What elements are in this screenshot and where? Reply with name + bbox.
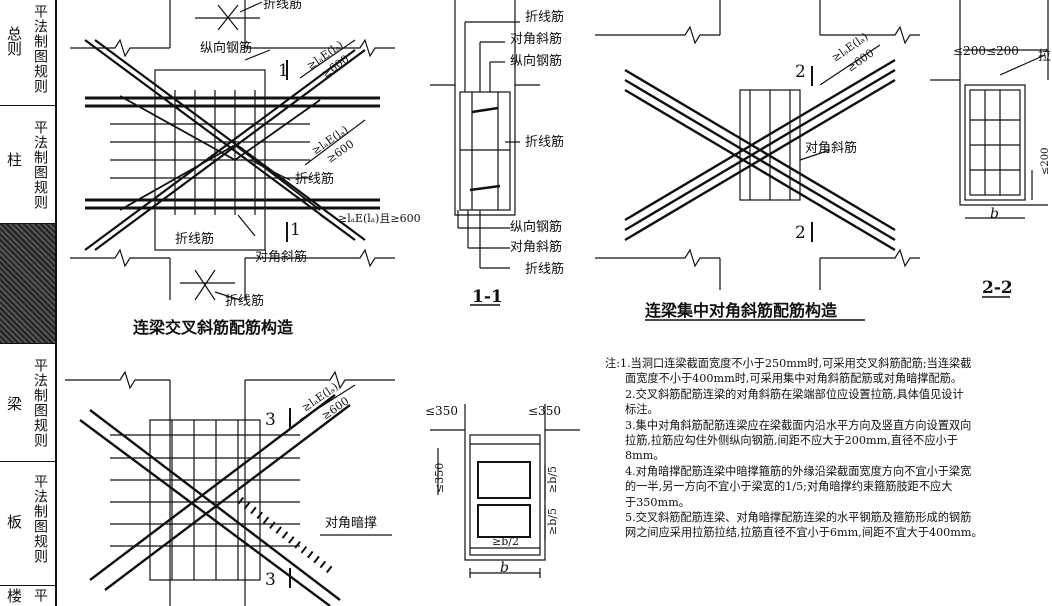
- note-5a: 5.交叉斜筋配筋连梁、对角暗撑配筋连梁的水平钢筋及箍筋形成的钢筋: [625, 511, 972, 525]
- note-2b: 标注。: [625, 403, 659, 417]
- notes-prefix: 注:: [605, 357, 620, 370]
- section-mark-1-bottom: 1: [290, 220, 301, 240]
- label-diagonal-bar: 对角斜筋: [255, 249, 307, 265]
- sidebar-item-side-label: 柱: [5, 152, 23, 167]
- sidebar: 总则 平法制图规则 柱 平法制图规则 梁 平法制图规则 板 平法制图规则 楼 平: [0, 0, 57, 606]
- title-section-1-1: 1-1: [472, 287, 503, 307]
- section-mark-2-bottom: 2: [795, 223, 806, 243]
- title-concentrated-diagonal: 连梁集中对角斜筋配筋构造: [645, 301, 838, 320]
- note-3c: 8mm。: [625, 449, 665, 463]
- drawing-canvas: 折线筋 纵向钢筋 1 1 ≥lₐE(lₐ) ≥600 ≥lₐE(lₐ) ≥600…: [65, 0, 1051, 606]
- diagonal-brace-elevation: [65, 370, 395, 606]
- section-mark-1-top: 1: [278, 61, 289, 81]
- sidebar-item-label: 平: [32, 588, 48, 603]
- note-1b: 面宽度不小于400mm时,可采用集中对角斜筋配筋或对角暗撑配筋。: [625, 372, 963, 386]
- dim-width-b-3: b: [500, 560, 509, 576]
- cross-diagonal-elevation: [70, 0, 395, 301]
- label-bent-bar-low: 折线筋: [175, 231, 214, 247]
- dim-width-b-2: b: [990, 206, 999, 222]
- sidebar-item-label: 平法制图规则: [32, 474, 48, 564]
- sidebar-item-side-label: 梁: [5, 396, 23, 411]
- note-1a: 注:1.当洞口连梁截面宽度不小于250mm时,可采用交叉斜筋配筋;当连梁截: [605, 356, 1045, 371]
- s11-label-bent-bar-2: 折线筋: [525, 134, 564, 150]
- sidebar-item-active[interactable]: [0, 224, 55, 344]
- s11-label-longitudinal-2: 纵向钢筋: [510, 219, 562, 235]
- label-tie-bar: 拉: [1038, 49, 1051, 64]
- note-4a: 4.对角暗撑配筋连梁中暗撑箍筋的外缘沿梁截面宽度方向不宜小于梁宽: [625, 464, 972, 478]
- label-diagonal-bar-2: 对角斜筋: [805, 140, 857, 156]
- sidebar-item-label: 平法制图规则: [32, 120, 48, 210]
- dim-b5-lower: ≥b/5: [546, 508, 559, 535]
- section-mark-3-bottom: 3: [265, 570, 276, 590]
- sidebar-item-general[interactable]: 总则 平法制图规则: [0, 0, 55, 106]
- dim-350-left: ≤350: [425, 404, 458, 418]
- sidebar-item-side-label: 总则: [5, 26, 23, 56]
- sidebar-item-label: 平法制图规则: [32, 358, 48, 448]
- dim-350-right: ≤350: [528, 404, 561, 418]
- label-diagonal-brace: 对角暗撑: [325, 516, 377, 531]
- label-longitudinal-bar: 纵向钢筋: [200, 40, 252, 56]
- section-mark-3-top: 3: [265, 410, 276, 430]
- sidebar-item-slab[interactable]: 板 平法制图规则: [0, 462, 55, 586]
- dim-200: ≤200: [1040, 148, 1051, 175]
- title-cross-diagonal: 连梁交叉斜筋配筋构造: [133, 318, 294, 337]
- note-2a: 2.交叉斜筋配筋连梁的对角斜筋在梁端部位应设置拉筋,具体值见设计: [625, 387, 964, 401]
- concentrated-diagonal-elevation: [595, 0, 920, 321]
- s11-label-diagonal-bar-1: 对角斜筋: [510, 31, 562, 47]
- s11-label-bent-bar-3: 折线筋: [525, 261, 564, 277]
- sidebar-item-side-label: 楼: [5, 588, 23, 603]
- s11-label-longitudinal-1: 纵向钢筋: [510, 53, 562, 69]
- note-5b: 网之间应采用拉筋拉结,拉筋直径不宜小于6mm,间距不宜大于400mm。: [625, 526, 983, 540]
- section-1-1-drawing: [430, 0, 540, 306]
- title-section-2-2: 2-2: [982, 278, 1013, 298]
- label-bent-bar-mid: 折线筋: [295, 171, 334, 187]
- sidebar-item-column[interactable]: 柱 平法制图规则: [0, 106, 55, 224]
- label-bent-bar-bottom: 折线筋: [225, 293, 264, 309]
- dim-350-vertical: ≤350: [433, 463, 446, 493]
- sidebar-item-stair[interactable]: 楼 平: [0, 586, 55, 606]
- s11-label-bent-bar-1: 折线筋: [525, 9, 564, 25]
- sidebar-item-side-label: 板: [5, 514, 23, 529]
- note-3b: 拉筋,拉筋应勾住外侧纵向钢筋,间距不应大于200mm,直径不应小于: [625, 434, 958, 448]
- section-2-2-drawing: [930, 0, 1049, 298]
- label-anchorage-and-600: ≥lₐE(lₐ)且≥600: [338, 212, 421, 225]
- dim-200-200: ≤200≤200: [953, 44, 1019, 58]
- note-3a: 3.集中对角斜筋配筋连梁应在梁截面内沿水平方向及竖直方向设置双向: [625, 418, 972, 432]
- s11-label-diagonal-bar-2: 对角斜筋: [510, 239, 562, 255]
- sidebar-item-beam[interactable]: 梁 平法制图规则: [0, 344, 55, 462]
- note-4b: 的一半,另一方向不宜小于梁宽的1/5;对角暗撑约束箍筋肢距不应大: [625, 480, 953, 494]
- section-mark-2-top: 2: [795, 62, 806, 82]
- dim-b5-upper: ≥b/5: [546, 466, 559, 493]
- label-bent-bar-top: 折线筋: [263, 0, 302, 12]
- note-4c: 于350mm。: [625, 495, 690, 509]
- section-3-3-drawing: [430, 404, 580, 578]
- notes-block: 注:1.当洞口连梁截面宽度不小于250mm时,可采用交叉斜筋配筋;当连梁截 面宽…: [605, 356, 1045, 541]
- dim-b2: ≥b/2: [492, 535, 519, 548]
- sidebar-item-label: 平法制图规则: [32, 4, 48, 94]
- note-text: 1.当洞口连梁截面宽度不小于250mm时,可采用交叉斜筋配筋;当连梁截: [619, 357, 972, 370]
